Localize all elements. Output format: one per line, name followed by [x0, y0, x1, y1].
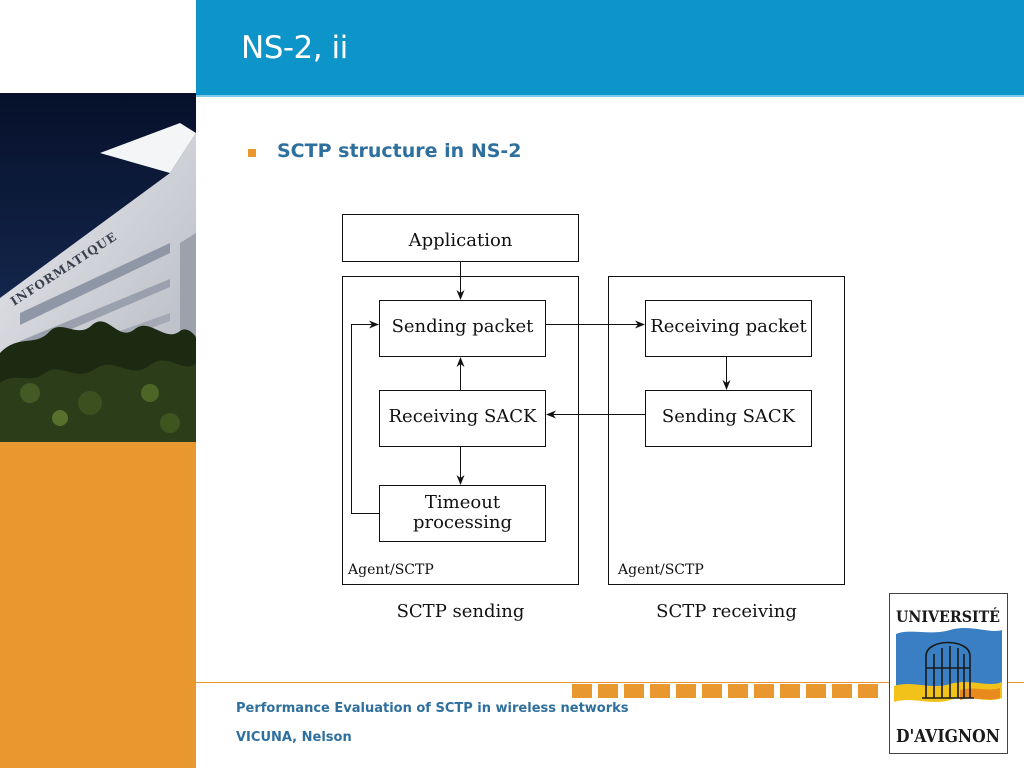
left-top-panel — [0, 0, 196, 93]
footer-presentation-title: Performance Evaluation of SCTP in wirele… — [236, 701, 629, 716]
application-label: Application — [408, 230, 513, 251]
university-logo-graphic: UNIVERSITÉ D'AVIGNON — [890, 594, 1007, 753]
receiving-sack-label: Receiving SACK — [388, 406, 537, 427]
caption-receiving: SCTP receiving — [656, 601, 797, 622]
application-box — [342, 214, 579, 262]
footer-decoration — [572, 684, 878, 698]
diagram-lines — [342, 214, 845, 585]
agent-left-label: Agent/SCTP — [348, 562, 434, 578]
footer-author: VICUNA, Nelson — [236, 730, 352, 745]
timeout-box — [379, 485, 546, 542]
receiving-sack-box — [379, 390, 546, 447]
building-photo: INFORMATIQUE — [0, 93, 196, 442]
caption-sending: SCTP sending — [396, 601, 525, 622]
timeout-label-line2: processing — [412, 512, 513, 533]
sending-sack-box — [645, 390, 812, 447]
arrow-timeout-loop — [351, 320, 379, 514]
footer-divider — [196, 682, 1024, 683]
slide-title: NS-2, ii — [241, 30, 348, 66]
left-orange-panel — [0, 442, 196, 768]
sending-packet-label: Sending packet — [391, 316, 534, 337]
receiving-packet-label: Receiving packet — [650, 316, 807, 337]
sending-packet-box — [379, 300, 546, 357]
sending-sack-label: Sending SACK — [661, 406, 796, 427]
logo-top-text: UNIVERSITÉ — [896, 606, 1000, 626]
receiving-packet-box — [645, 300, 812, 357]
bullet-icon — [248, 149, 256, 157]
bullet-text: SCTP structure in NS-2 — [277, 140, 522, 162]
header-band — [196, 0, 1024, 95]
sctp-structure-diagram: Application Sending packet Receiving SAC… — [330, 205, 870, 635]
agent-right-label: Agent/SCTP — [618, 562, 704, 578]
header-underline — [196, 95, 1024, 97]
logo-bottom-text: D'AVIGNON — [896, 726, 1000, 747]
building-photo-graphic: INFORMATIQUE — [0, 93, 196, 442]
university-logo: UNIVERSITÉ D'AVIGNON — [889, 593, 1008, 754]
agent-right-container — [608, 276, 845, 585]
timeout-label-line1: Timeout — [424, 492, 501, 513]
